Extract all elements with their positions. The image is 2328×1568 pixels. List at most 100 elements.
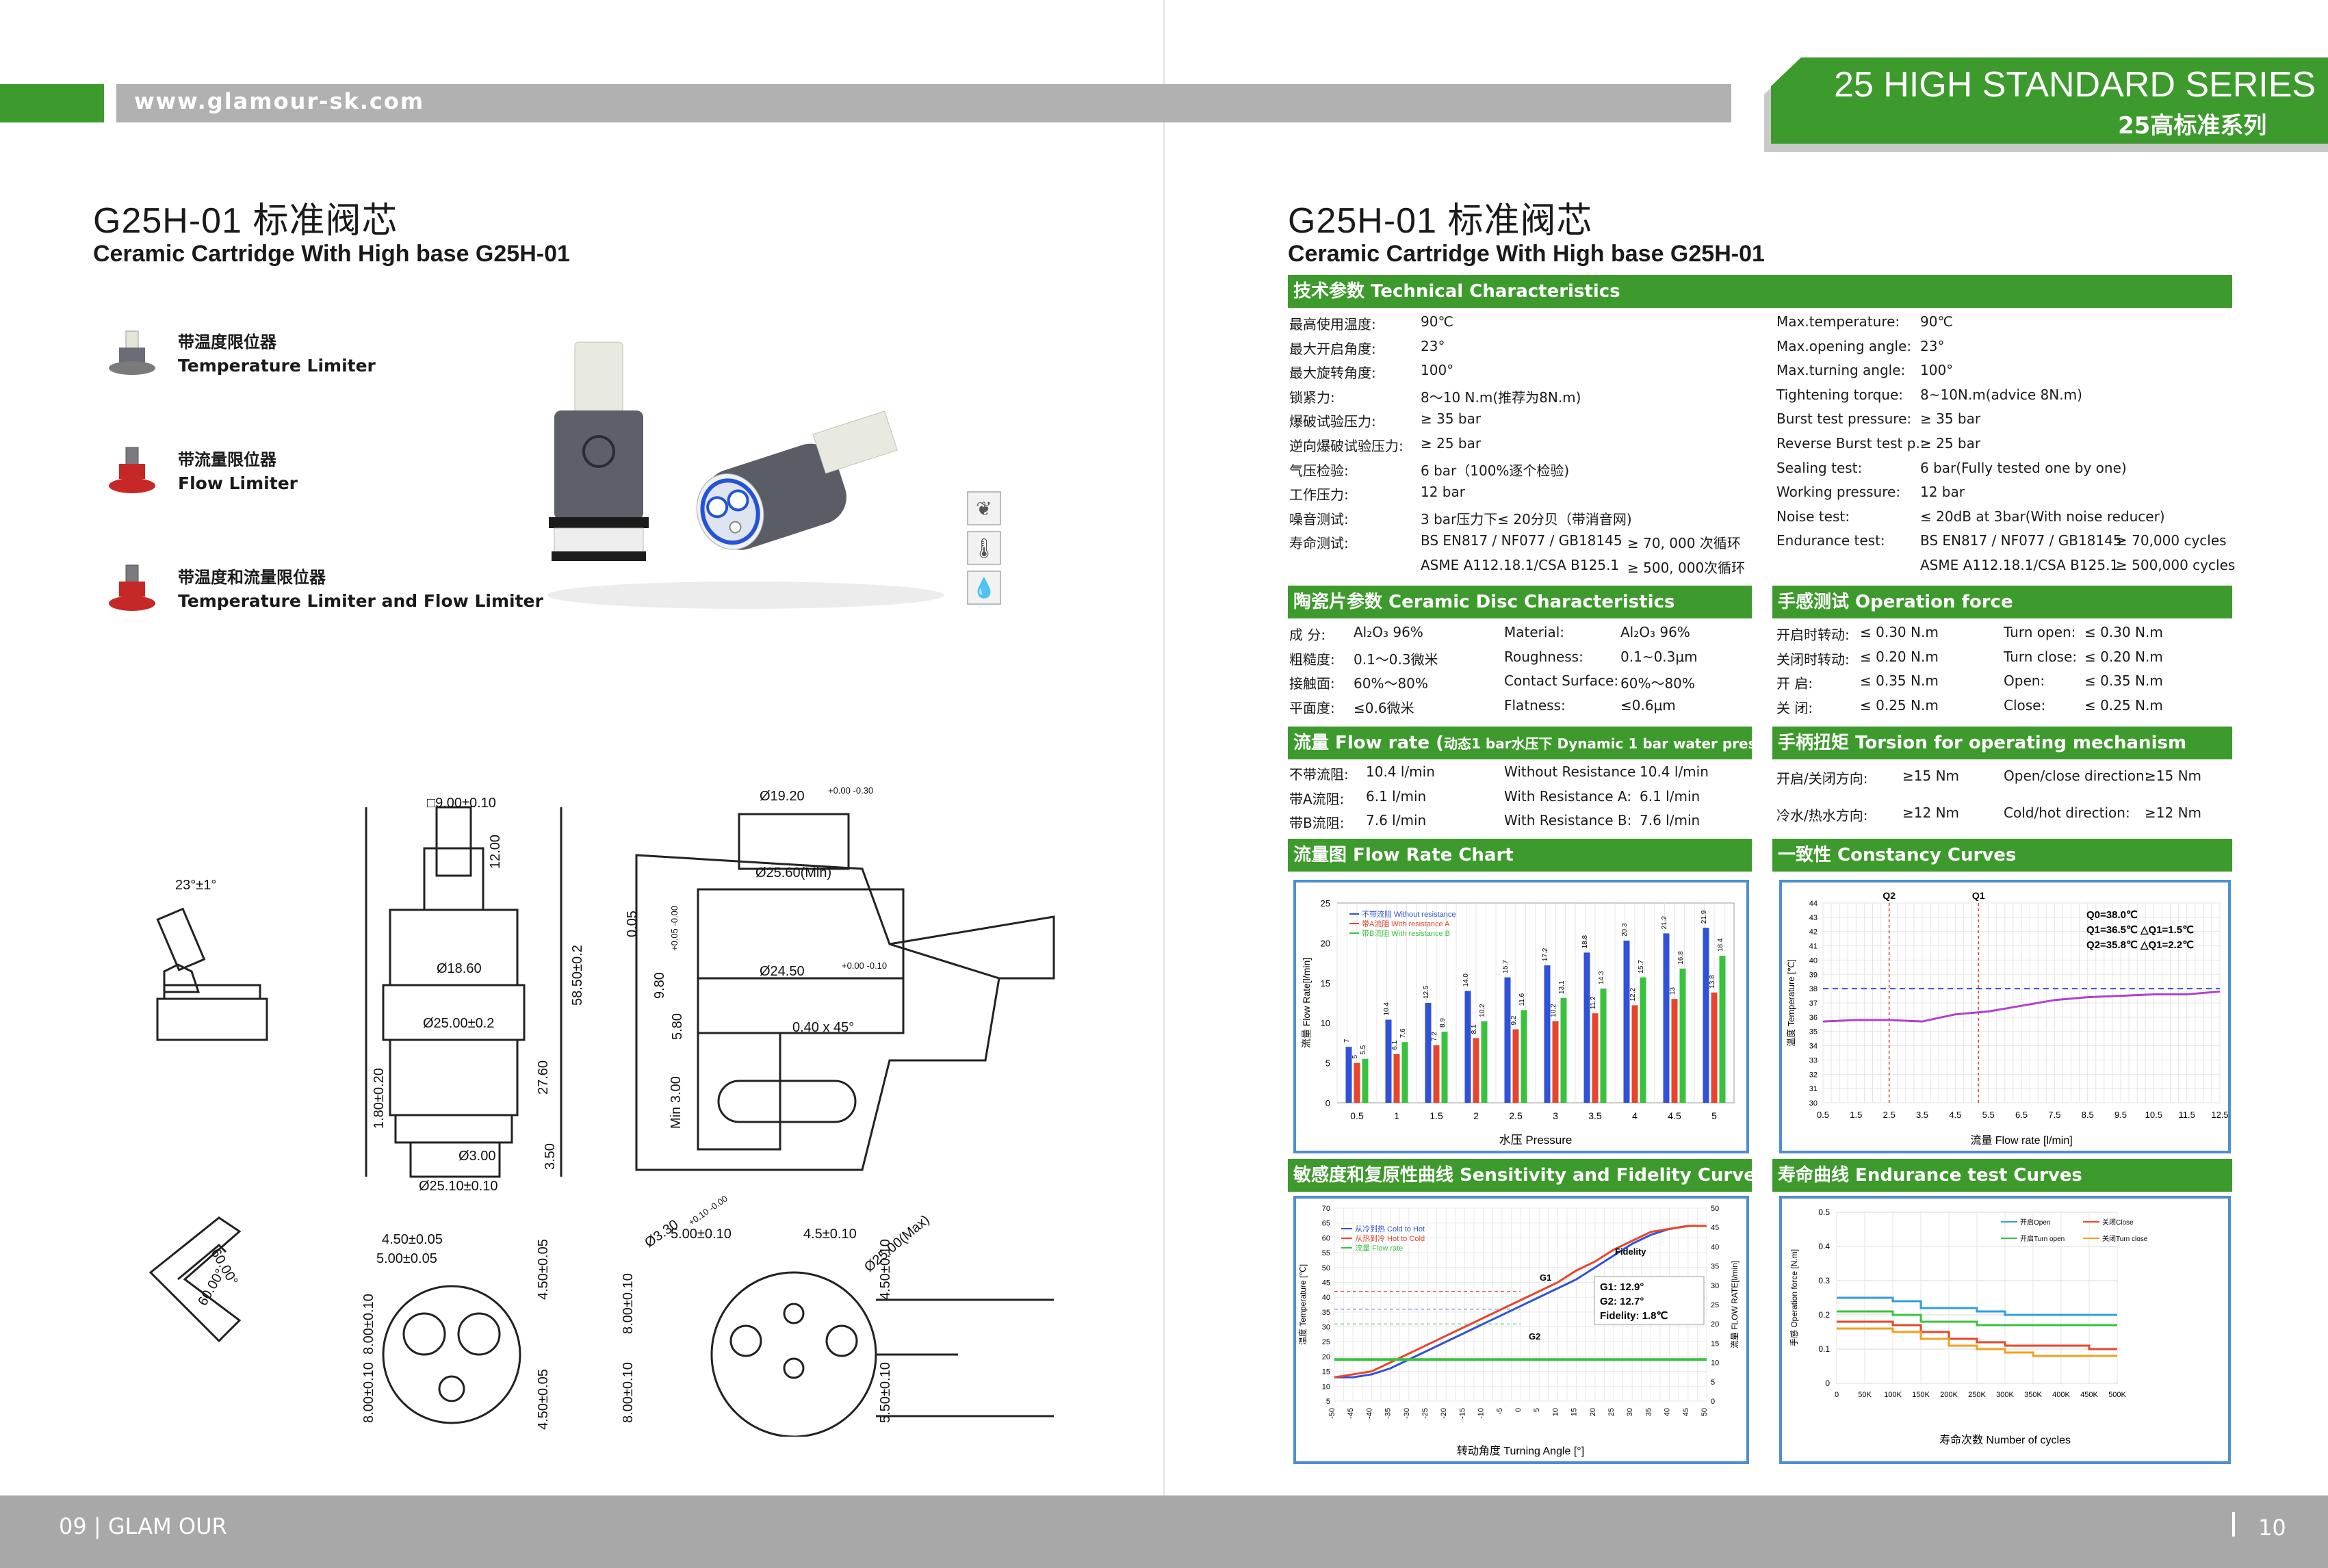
flow-cell: With Resistance B:: [1504, 812, 1632, 829]
series-line: [1837, 1320, 2117, 1350]
legend-label: 开启Turn open: [2020, 1234, 2065, 1243]
x-tick-label: 0: [1835, 1391, 1839, 1399]
tech-cn-label: 噪音测试:: [1289, 510, 1349, 527]
data-label: 5.5: [1360, 1045, 1367, 1054]
bar: [1552, 1021, 1559, 1103]
disc-cell: 平面度:: [1289, 699, 1335, 716]
tech-en-extra: ≥ 500,000 cycles: [2116, 557, 2236, 573]
data-label: 14.3: [1598, 971, 1605, 984]
bar: [1631, 1005, 1638, 1103]
y-axis-label: 流量 Flow Rate[l/min]: [1301, 958, 1312, 1048]
footer-bar: [0, 1495, 2328, 1568]
data-label: 13.8: [1709, 975, 1716, 989]
dim-label: 0.40 x 45°: [792, 1020, 854, 1035]
x-tick-label: -35: [1384, 1408, 1393, 1419]
y2-tick-label: 25: [1711, 1301, 1719, 1309]
x-tick-label: 3.5: [1916, 1110, 1928, 1120]
tech-cn-value: BS EN817 / NF077 / GB18145: [1421, 532, 1622, 549]
dim-label: 60.00°: [195, 1266, 228, 1308]
bar: [1512, 1029, 1519, 1103]
y-axis-label: 温度 Temperature [℃]: [1786, 959, 1796, 1047]
disc-cell: ≤0.6微米: [1354, 699, 1414, 716]
right-page-subtitle: Ceramic Cartridge With High base G25H-01: [1288, 241, 1765, 267]
torsion-cell: ≥12 Nm: [1902, 805, 1960, 821]
tech-en-label: Tightening torque:: [1776, 386, 1903, 403]
x-tick-label: 30: [1626, 1408, 1634, 1416]
dim-label: Ø25.00±0.2: [423, 1016, 494, 1031]
data-label: 8.9: [1439, 1018, 1447, 1028]
data-label: 7.6: [1399, 1028, 1407, 1038]
series-badge: [1771, 57, 2328, 144]
tech-cn-label: 最大旋转角度:: [1289, 365, 1376, 382]
tech-cn-extra: ≥ 500, 000次循环: [1627, 560, 1746, 576]
data-label: 15.7: [1502, 960, 1510, 974]
bar: [1481, 1021, 1488, 1103]
y2-tick-label: 15: [1711, 1340, 1719, 1348]
tech-cn-label: 工作压力:: [1289, 486, 1349, 504]
y-tick-label: 44: [1809, 900, 1818, 908]
x-tick-label: 2.5: [1509, 1110, 1523, 1121]
dim-label: 58.50±0.2: [570, 945, 585, 1006]
dim-label: 5.00±0.10: [671, 1227, 732, 1242]
x-tick-label: 3.5: [1588, 1110, 1602, 1121]
dim-label: Ø3.00: [458, 1149, 495, 1164]
x-tick-label: 9.5: [2114, 1110, 2127, 1120]
cartridge-thumb-icon: [109, 564, 155, 611]
operation-cell: Open:: [2004, 672, 2045, 690]
tech-en-label: Max.turning angle:: [1776, 362, 1906, 379]
data-label: 10.4: [1383, 1002, 1391, 1016]
bar: [1663, 933, 1670, 1103]
dim-label: 8.00±0.10: [361, 1362, 376, 1423]
flowrate-chart-svg: 05101520250.5755.5110.46.17.61.512.57.28…: [1301, 898, 1735, 1147]
dim-label: □9.00±0.10: [427, 796, 496, 811]
x-tick-label: 8.5: [2082, 1110, 2094, 1120]
website-url[interactable]: www.glamour-sk.com: [134, 88, 425, 114]
dim-label: 4.5±0.10: [803, 1227, 857, 1242]
dim-label: 8.00±0.10: [621, 1362, 636, 1423]
annotation: G1: [1540, 1272, 1551, 1283]
flow-cell: 10.4 l/min: [1640, 763, 1709, 780]
tech-cn-label: 最大开启角度:: [1289, 340, 1376, 357]
y-tick-label: 42: [1809, 928, 1818, 937]
data-label: 13: [1669, 987, 1677, 995]
bar: [1504, 977, 1511, 1103]
data-label: 20.3: [1621, 923, 1629, 937]
x-tick-label: 50K: [1858, 1391, 1872, 1399]
flow-cell: 10.4 l/min: [1366, 763, 1435, 780]
x-tick-label: 350K: [2024, 1391, 2042, 1399]
operation-cell: ≤ 0.25 N.m: [2084, 696, 2163, 714]
bar: [1679, 968, 1686, 1103]
flow-header-note: 动态1 bar水压下 Dynamic 1 bar water pressure): [1444, 735, 1752, 752]
annotation: G2: [1529, 1331, 1540, 1342]
legend-label: 从冷到热 Cold to Hot: [1355, 1225, 1425, 1233]
section-header-torsion: 手柄扭矩 Torsion for operating mechanism: [1772, 727, 2232, 759]
thermometer-icon: 🌡: [967, 531, 1001, 565]
series-title-en: 25 HIGH STANDARD SERIES: [1834, 65, 2316, 105]
tech-cn-label: 寿命测试:: [1289, 535, 1349, 552]
disc-cell: 粗糙度:: [1289, 651, 1335, 668]
tech-en-value: 8~10N.m(advice 8N.m): [1920, 386, 2082, 403]
y-tick-label: 30: [1322, 1324, 1330, 1332]
x-tick-label: -10: [1477, 1408, 1486, 1419]
legend-label: 带A流阻 With resistance A: [1362, 919, 1450, 928]
x-axis-label: 流量 Flow rate [l/min]: [1970, 1134, 2072, 1147]
page-spine: [1163, 0, 1165, 1568]
limiter-en-label: Temperature Limiter: [178, 356, 376, 376]
operation-cell: Turn close:: [2004, 648, 2078, 665]
y-tick-label: 30: [1809, 1099, 1818, 1108]
tech-cn-extra: ≥ 70, 000 次循环: [1627, 535, 1741, 552]
y2-tick-label: 0: [1711, 1398, 1715, 1406]
cartridge-thumb-icon: [109, 330, 155, 375]
dim-label: Ø19.20: [760, 789, 805, 804]
operation-cell: Turn open:: [2004, 624, 2076, 640]
data-label: 18.8: [1581, 935, 1589, 949]
disc-cell: Contact Surface:: [1504, 672, 1619, 690]
tech-en-label: Burst test pressure:: [1776, 410, 1912, 428]
dim-label: Ø24.50: [760, 964, 805, 979]
annotation: Fidelity: 1.8℃: [1600, 1310, 1668, 1322]
x-tick-label: 2: [1473, 1110, 1479, 1121]
tech-cn-value: 90℃: [1421, 313, 1453, 330]
tech-en-label: Reverse Burst test p.:: [1776, 435, 1925, 452]
operation-cell: Close:: [2004, 696, 2046, 714]
tech-en-value: BS EN817 / NF077 / GB18145: [1920, 532, 2122, 549]
